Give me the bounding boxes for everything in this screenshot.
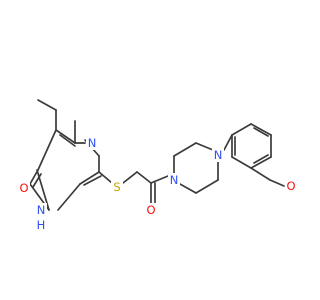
bond-co-n (150, 175, 169, 184)
dbond-c2-n3 (83, 175, 102, 186)
atom-o-label: O (286, 179, 295, 193)
dbond-c4-o (32, 173, 42, 188)
atom-label-background (285, 179, 297, 193)
atom-h-label: H (37, 218, 46, 232)
bond-c2-s (98, 171, 113, 184)
bond-c2-n3 (79, 171, 100, 185)
bond-c5-c6 (55, 129, 76, 144)
bond-pip-5 (195, 179, 219, 194)
bond-pip-6 (179, 183, 197, 194)
bond-ph-2 (250, 123, 272, 136)
dbond-ph-a (253, 127, 269, 137)
atom-label-background (35, 203, 47, 217)
atom-o-label: O (19, 181, 28, 195)
bond-ph-1 (231, 123, 252, 136)
bond-o-ch3 (269, 179, 285, 187)
atom-label-background (212, 148, 224, 162)
atom-o-label: O (146, 203, 155, 217)
bond-c4-o (29, 169, 39, 185)
atom-n-label: N (170, 173, 179, 187)
atom-label-background (145, 203, 157, 217)
atom-n-label: N (214, 148, 223, 162)
bond-s-ch2 (122, 171, 138, 184)
atom-s-label: S (113, 180, 120, 194)
atom-n-label: N (88, 136, 97, 150)
bond-pip-2 (173, 142, 197, 157)
dbond-ph-b (253, 154, 269, 164)
bond-nh-c2 (57, 183, 81, 211)
bond-layer (29, 99, 285, 211)
atom-n-label: N (37, 203, 46, 217)
bond-ch2-co (136, 171, 152, 184)
atom-label-background (111, 180, 123, 194)
bond-ph-o (250, 167, 271, 181)
bond-ph-5 (231, 156, 252, 169)
bond-ethyl-ch3 (37, 99, 57, 111)
bond-c4-c5 (37, 129, 57, 171)
dbond-c5-c6 (59, 134, 76, 147)
bond-pip-3 (195, 142, 214, 151)
atom-label-background (86, 136, 98, 150)
atom-label-background (35, 218, 47, 232)
atom-label-background (18, 181, 30, 195)
atom-label-background (168, 173, 180, 187)
bond-ph-4 (250, 156, 272, 169)
bond-n-ph (223, 134, 233, 151)
